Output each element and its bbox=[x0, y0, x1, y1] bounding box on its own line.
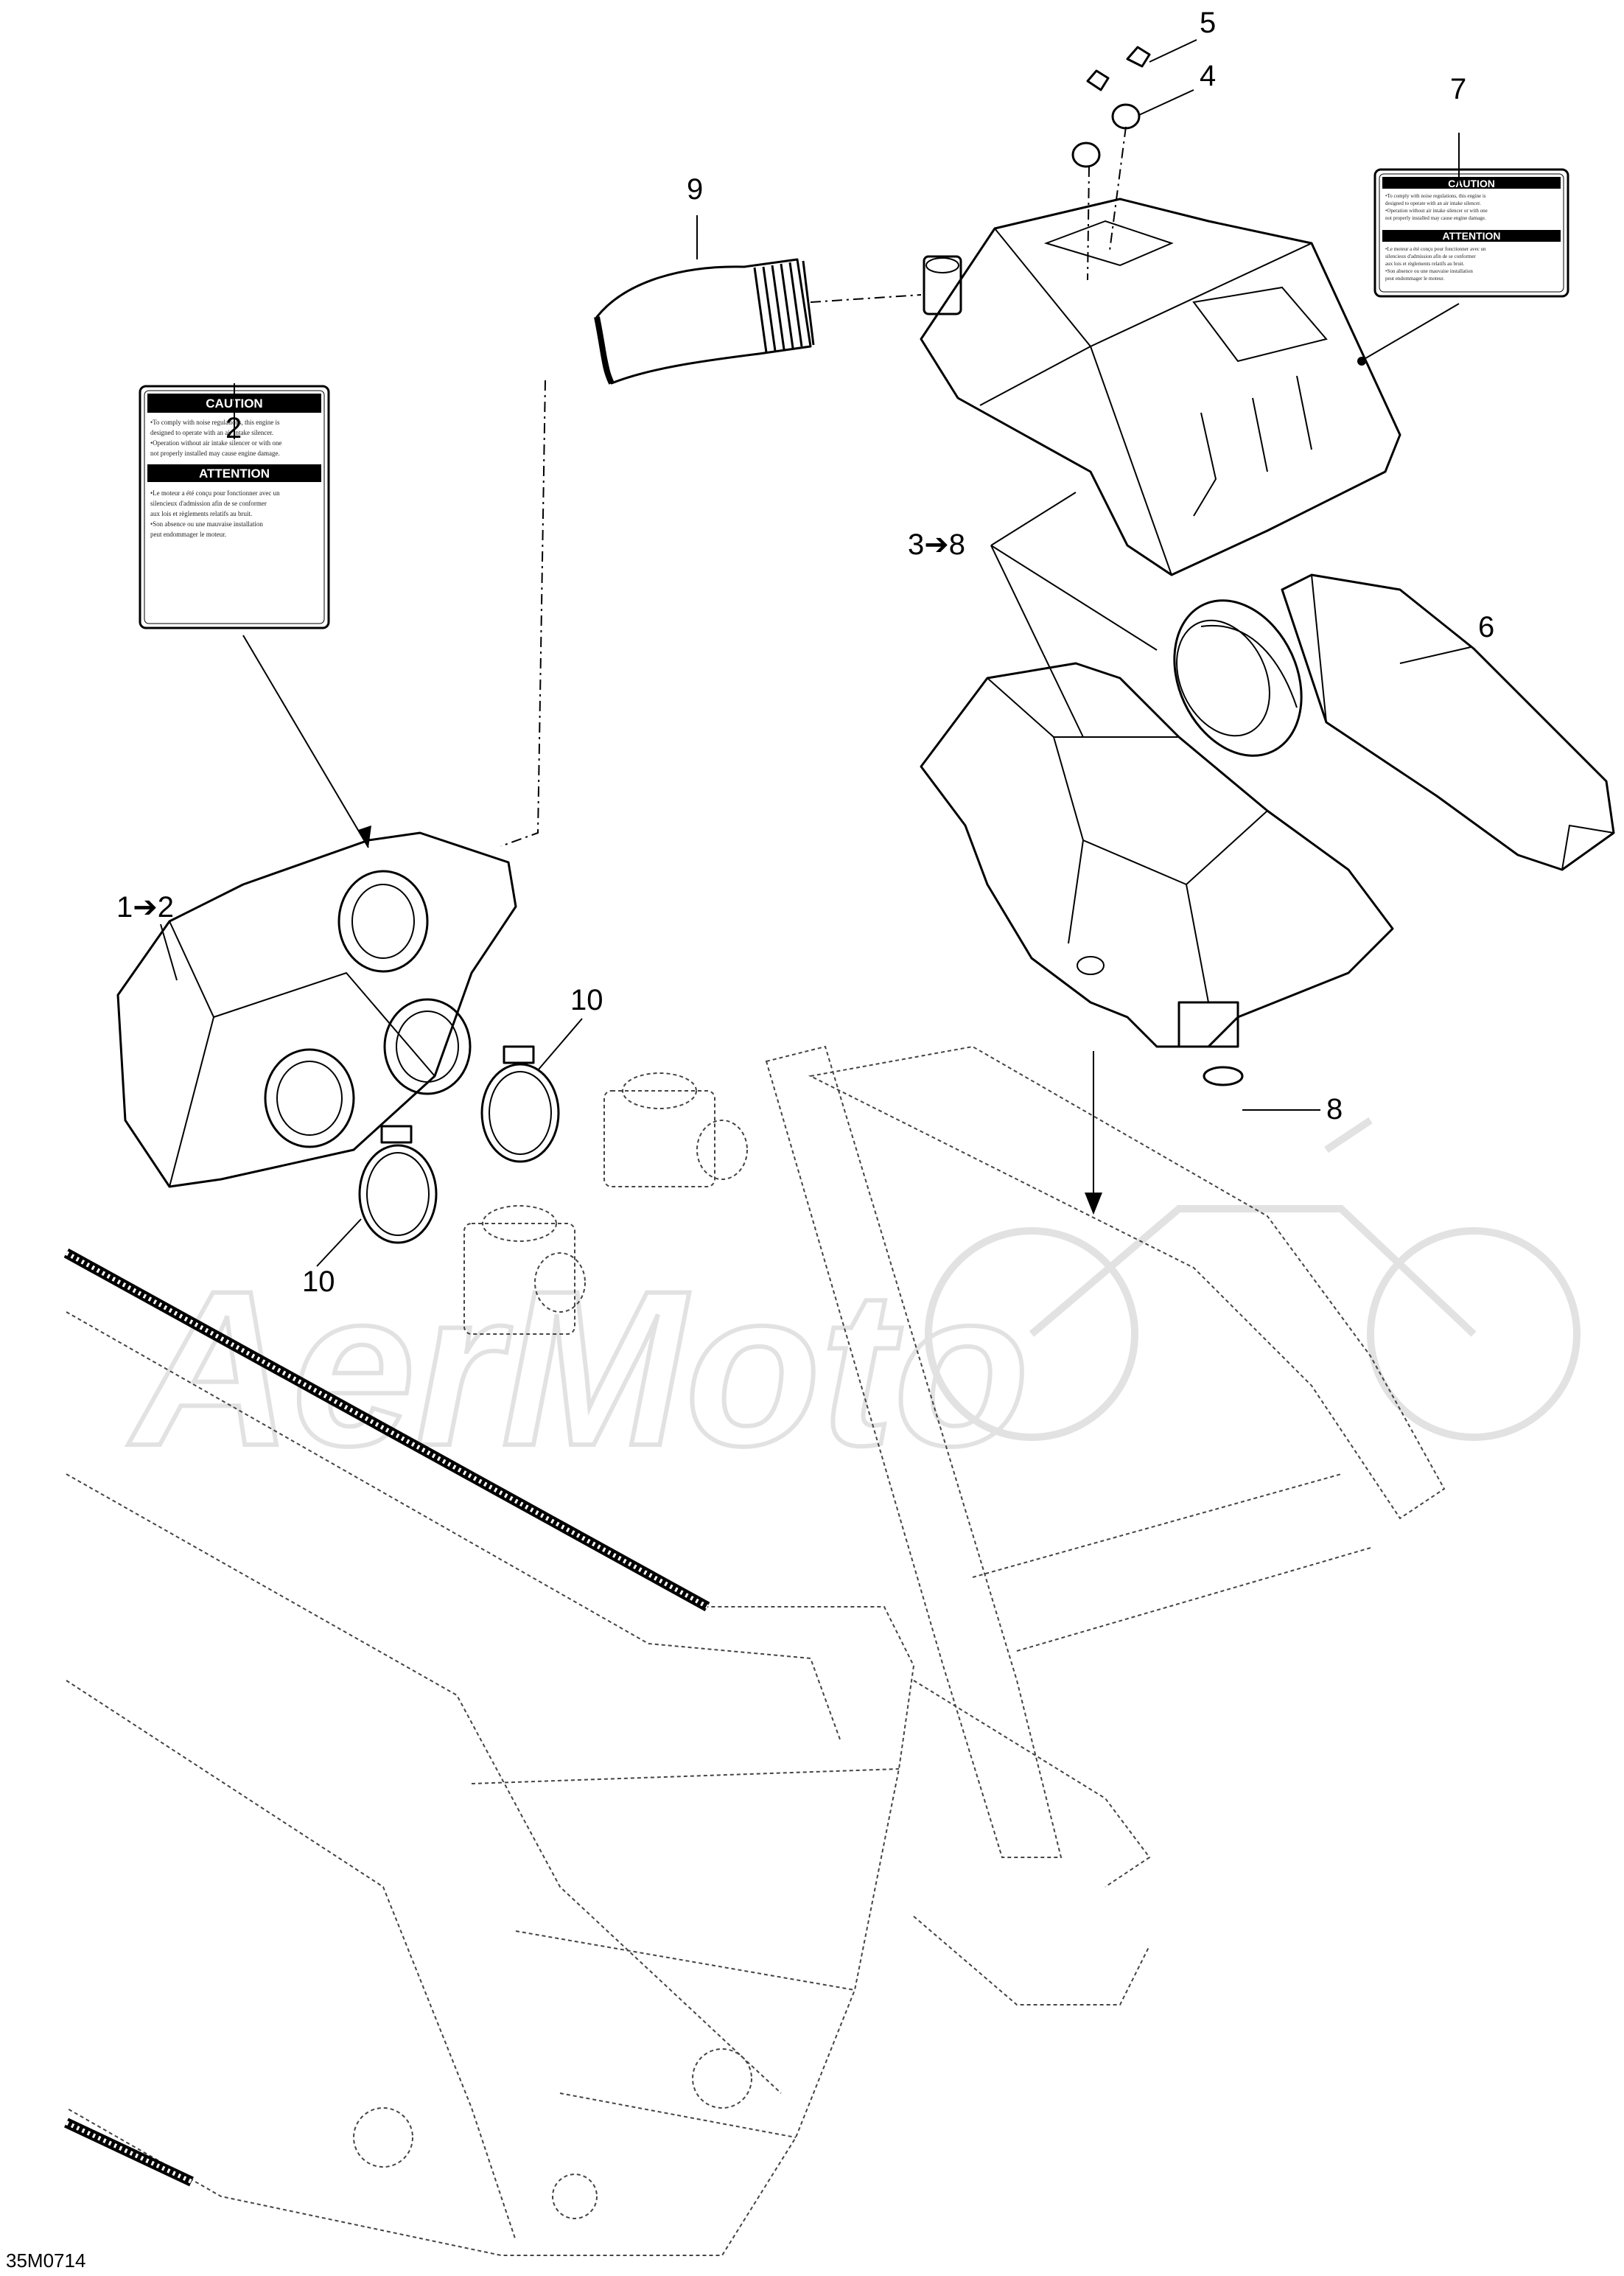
label-right-fr-line: silencieux d'admission afin de se confor… bbox=[1385, 254, 1476, 259]
label-left-attention-title: ATTENTION bbox=[199, 467, 270, 481]
label-right-en-line: •To comply with noise regulations, this … bbox=[1385, 193, 1486, 199]
silencer-base-part bbox=[920, 662, 1394, 1048]
assembly-line bbox=[500, 126, 1127, 847]
callout-5: 5 bbox=[1200, 7, 1216, 39]
intake-hose-part bbox=[594, 258, 815, 385]
callout-10: 10 bbox=[570, 984, 603, 1016]
track-rail bbox=[63, 1248, 710, 2187]
label-right-fr-line: peut endommager le moteur. bbox=[1385, 276, 1444, 282]
callout-3-8: 3➔8 bbox=[908, 528, 965, 561]
label-left-fr-line: •Son absence ou une mauvaise installatio… bbox=[150, 520, 263, 528]
label-left-fr-line: peut endommager le moteur. bbox=[150, 531, 226, 538]
callout-10: 10 bbox=[302, 1266, 335, 1298]
label-right-fr-line: •Son absence ou une mauvaise installatio… bbox=[1385, 268, 1473, 274]
callout-6: 6 bbox=[1478, 611, 1494, 643]
grommet-part bbox=[1071, 103, 1141, 168]
leader-lines bbox=[160, 39, 1471, 1267]
airbox-left-part bbox=[116, 831, 517, 1188]
clamp-part bbox=[480, 1045, 560, 1163]
drain-plug-part bbox=[1203, 1066, 1244, 1086]
label-right-fr-line: •Le moteur a été conçu pour fonctionner … bbox=[1385, 246, 1486, 252]
label-right-fr-line: aux lois et règlements relatifs au bruit… bbox=[1385, 261, 1465, 267]
callout-8: 8 bbox=[1326, 1093, 1343, 1125]
silencer-top-cover-part bbox=[920, 198, 1401, 576]
label-left-en-line: designed to operate with an air intake s… bbox=[150, 429, 273, 436]
label-right-en-line: designed to operate with an air intake s… bbox=[1385, 200, 1481, 206]
diagram-code: 35M0714 bbox=[6, 2249, 85, 2272]
callout-9: 9 bbox=[687, 173, 703, 206]
caution-label-right: CAUTION •To comply with noise regulation… bbox=[1373, 168, 1569, 298]
label-right-caution-title: CAUTION bbox=[1448, 178, 1495, 189]
label-left-fr-line: •Le moteur a été conçu pour fonctionner … bbox=[150, 489, 280, 497]
carburetor-part bbox=[463, 1205, 586, 1335]
label-right-en-line: not properly installed may cause engine … bbox=[1385, 215, 1486, 221]
label-right-attention-title: ATTENTION bbox=[1442, 230, 1500, 242]
label-left-en-line: not properly installed may cause engine … bbox=[150, 450, 280, 457]
watermark: AerMoto bbox=[126, 1244, 1029, 1492]
callout-7: 7 bbox=[1450, 73, 1466, 105]
label-left-fr-line: aux lois et règlements relatifs au bruit… bbox=[150, 510, 252, 517]
caution-label-left: CAUTION •To comply with noise regulation… bbox=[139, 385, 330, 629]
clamp-part bbox=[358, 1125, 438, 1244]
label-right-en-line: •Operation without air intake silencer o… bbox=[1385, 208, 1488, 214]
fitting-part bbox=[1086, 46, 1151, 91]
resonator-cover-part bbox=[1281, 573, 1615, 871]
callout-1-2: 1➔2 bbox=[116, 891, 174, 924]
chassis-frame bbox=[66, 1045, 1446, 2256]
watermark-motorcycle-icon bbox=[925, 1117, 1581, 1441]
callout-4: 4 bbox=[1200, 60, 1216, 92]
label-left-en-line: •To comply with noise regulations, this … bbox=[150, 419, 280, 426]
label-left-fr-line: silencieux d'admission afin de se confor… bbox=[150, 500, 267, 507]
silencer-duct-part bbox=[1173, 599, 1303, 757]
carburetor-part bbox=[603, 1072, 748, 1187]
callout-2: 2 bbox=[225, 412, 242, 444]
label-left-en-line: •Operation without air intake silencer o… bbox=[150, 439, 281, 447]
